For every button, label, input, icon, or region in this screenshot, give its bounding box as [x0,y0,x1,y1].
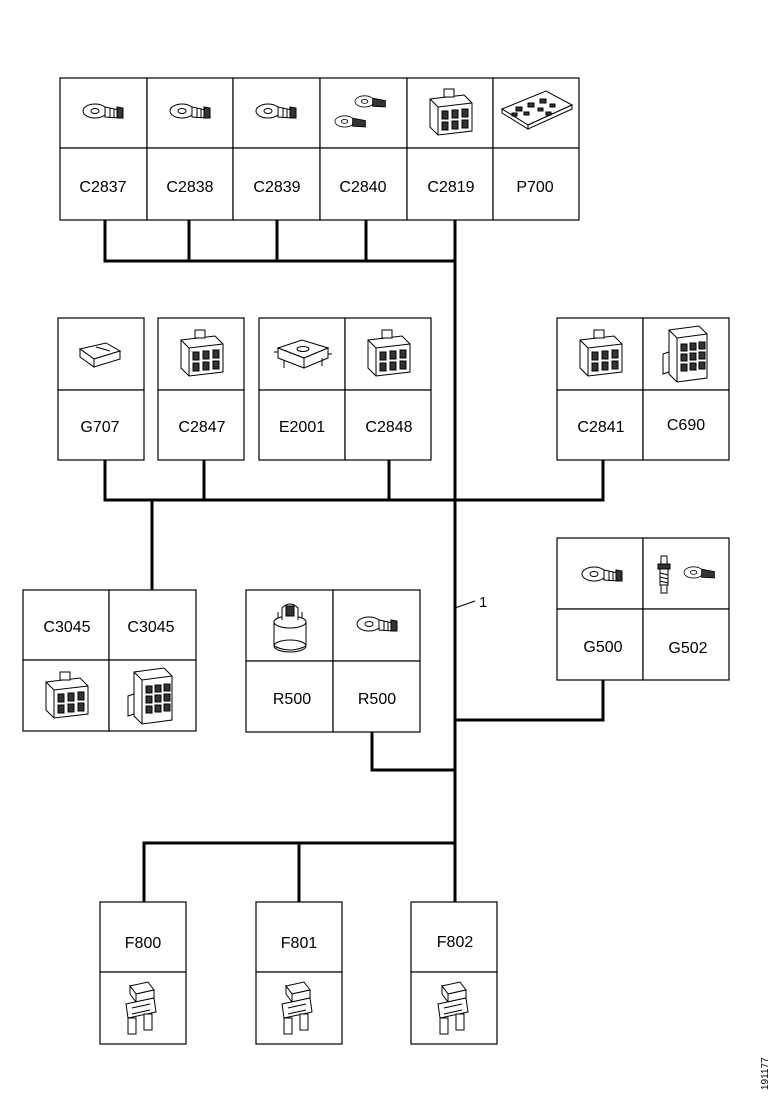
label-frame [344,389,432,461]
connector-label: C2840 [339,179,386,196]
connector-cell-r500-terminal[interactable]: R500 [332,589,421,733]
label-frame [157,389,245,461]
fuse-cell-f800[interactable]: F800 [99,901,187,1045]
connector-cell-c2848[interactable]: C2848 [344,317,432,461]
group-row2-left: G707 C2847 E2001 C2848 [57,317,432,461]
label-frame [59,147,148,221]
harness-wires [103,218,605,904]
connector-cell-g502[interactable]: G502 [642,537,730,681]
connector-label: C2837 [79,179,126,196]
fuse-label: F801 [281,935,318,952]
connector-label: C2848 [365,419,412,436]
callout-number: 1 [479,594,487,611]
connector-cell-c3045-a[interactable]: C3045 [22,589,110,732]
connector-label: C2819 [427,179,474,196]
label-frame [492,147,580,221]
fuse-cell-f801[interactable]: F801 [255,901,343,1045]
label-frame [57,389,145,461]
large-connector-icon [662,325,708,383]
group-row2-right: C2841 C690 [556,317,730,461]
icon-frame [319,77,408,149]
fuse-cell-f802[interactable]: F802 [410,901,498,1045]
callout-leader [454,600,476,609]
large-connector-icon [127,667,173,725]
connector-label: P700 [516,179,553,196]
g500-branch-wire [453,678,605,722]
label-frame [556,389,644,461]
connector-cell-c690[interactable]: C690 [642,317,730,461]
connector-cell-c2840[interactable]: C2840 [319,77,408,221]
label-frame [642,389,730,461]
connector-cell-p700[interactable]: P700 [492,77,580,221]
label-frame [146,147,234,221]
connector-cell-r500-resistor[interactable]: R500 [245,589,334,733]
connector-cell-g707[interactable]: G707 [57,317,145,461]
connector-cell-c2838[interactable]: C2838 [146,77,234,221]
group-c3045: C3045 C3045 [22,589,197,732]
connector-label: C2838 [166,179,213,196]
fuse-bus-wire [142,841,457,904]
label-frame [556,608,644,681]
label-frame [332,660,421,733]
label-frame [245,660,334,733]
label-frame [410,901,498,973]
connector-label: G707 [80,419,119,436]
group-g500: G500 G502 [556,537,730,681]
connector-label: C2847 [178,419,225,436]
document-id: 191177 [760,1057,771,1090]
group-r500: R500 R500 [245,589,421,733]
group-top: C2837 C2838 C2839 C2840 C2819 [59,77,580,221]
connector-label: C690 [667,417,705,434]
connector-label: C3045 [127,619,174,636]
label-frame [642,608,730,681]
second-bus-wire [103,458,605,502]
label-frame [99,901,187,973]
connector-label: C3045 [43,619,90,636]
connector-cell-c3045-b[interactable]: C3045 [108,589,197,732]
connector-cell-c2819[interactable]: C2819 [406,77,494,221]
connector-cell-c2839[interactable]: C2839 [232,77,321,221]
connector-cell-c2841[interactable]: C2841 [556,317,644,461]
connector-label: G500 [583,639,622,656]
connector-cell-c2837[interactable]: C2837 [59,77,148,221]
connector-cell-e2001[interactable]: E2001 [258,317,346,461]
connector-label: E2001 [279,419,325,436]
connector-label: R500 [358,691,396,708]
connector-label: G502 [668,640,707,657]
group-fuses: F800 F801 F802 [99,901,498,1045]
connector-cell-g500[interactable]: G500 [556,537,644,681]
connector-cell-c2847[interactable]: C2847 [157,317,245,461]
r500-branch-wire [370,730,457,772]
fuse-label: F800 [125,935,162,952]
connector-label: C2839 [253,179,300,196]
top-bus-wire [103,218,457,263]
connector-label: C2841 [577,419,624,436]
label-frame [108,589,197,661]
fuse-label: F802 [437,934,474,951]
label-frame [255,901,343,973]
connector-label: R500 [273,691,311,708]
